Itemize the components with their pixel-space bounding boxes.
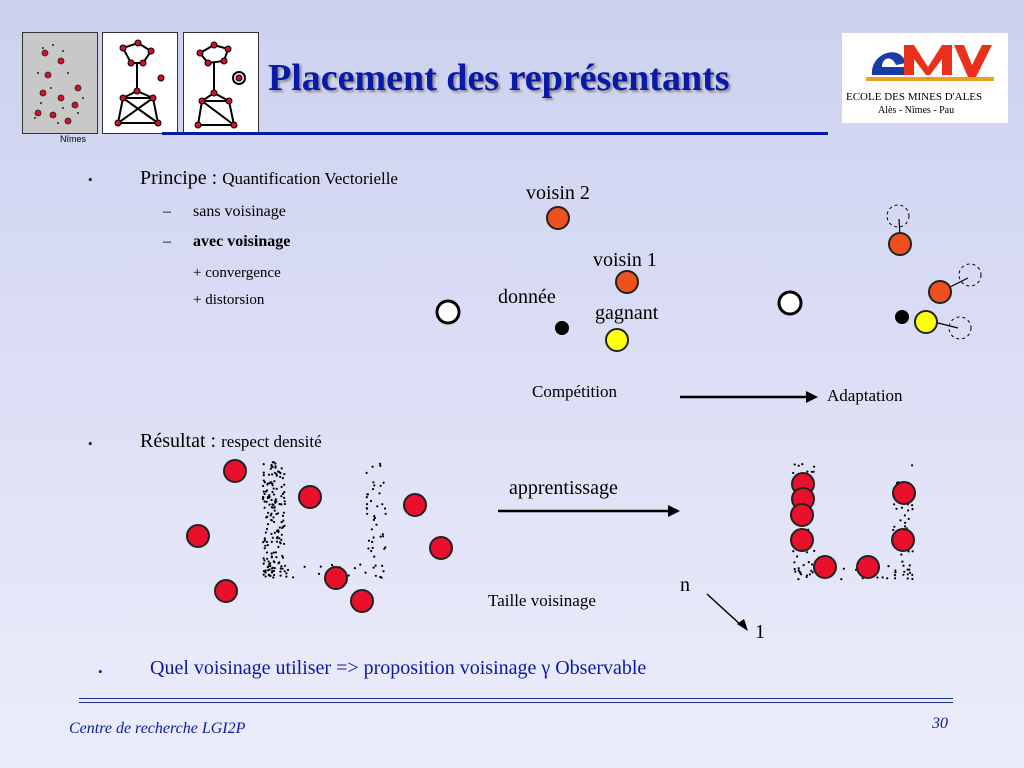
resultat-value: respect densité <box>221 432 322 451</box>
donnee-node-adapted <box>895 310 909 324</box>
data-point-empty <box>777 290 803 316</box>
ema-logo-line2: Alès - Nîmes - Pau <box>878 105 955 116</box>
page-title: Placement des représentants <box>268 57 730 99</box>
principe-sub-2a: + convergence <box>193 265 281 281</box>
ema-logo: ECOLE DES MINES D'ALES Alès - Nîmes - Pa… <box>842 33 1008 123</box>
question-text: Quel voisinage utiliser => proposition v… <box>150 657 647 679</box>
footer-left: Centre de recherche LGI2P <box>69 720 246 737</box>
old-position-ghost <box>948 316 972 340</box>
unordered-nodes <box>186 459 453 613</box>
thumbnail-graph-2 <box>102 32 178 134</box>
principe-sub-2b: + distorsion <box>193 292 265 308</box>
ema-logo-icon <box>866 45 994 81</box>
arrow-head-icon <box>668 505 680 517</box>
move-arrow <box>947 277 969 289</box>
arrow-head-icon <box>806 391 818 403</box>
principe-value: Quantification Vectorielle <box>222 169 398 188</box>
title-underline <box>162 132 828 135</box>
voisin2-node-adapted <box>888 232 912 256</box>
thumbnail-graph-1 <box>22 32 98 134</box>
bullet-question: • <box>98 664 103 679</box>
scatter-thumbnail-icon <box>23 33 97 133</box>
thumbnail-caption: Nîmes <box>60 134 87 144</box>
resultat-label: Résultat : <box>140 430 222 452</box>
move-arrow <box>933 321 959 329</box>
label-donnee: donnée <box>498 286 556 308</box>
point-cloud-left-dots <box>261 461 387 579</box>
arrow-head-icon <box>737 619 748 631</box>
resultat-line: Résultat : respect densité <box>140 430 322 453</box>
taille-arrow <box>706 593 743 627</box>
thumbnail-graph-3 <box>183 32 259 134</box>
dash-1: – <box>163 203 171 220</box>
dash-2: – <box>163 233 171 250</box>
principe-sub-1: sans voisinage <box>193 203 286 220</box>
principe-line: Principe : Quantification Vectorielle <box>140 167 398 190</box>
gagnant-node-adapted <box>914 310 938 334</box>
bullet-resultat: • <box>88 436 93 451</box>
label-adaptation: Adaptation <box>827 386 903 405</box>
page-number: 30 <box>932 715 948 732</box>
label-taille-voisinage: Taille voisinage <box>488 591 596 610</box>
footer-rule-2 <box>79 702 953 703</box>
ordered-nodes <box>790 472 916 579</box>
donnee-node <box>555 321 569 335</box>
label-n: n <box>680 574 690 596</box>
label-one: 1 <box>755 621 765 643</box>
bullet-principe: • <box>88 172 93 187</box>
network-thumbnail-icon <box>194 41 246 129</box>
voisin2-node <box>546 206 570 230</box>
label-voisin1: voisin 1 <box>593 249 657 271</box>
principe-sub-2: avec voisinage <box>193 233 291 250</box>
voisin1-node-adapted <box>928 280 952 304</box>
old-position-ghost <box>958 263 982 287</box>
voisin1-node <box>615 270 639 294</box>
principe-label: Principe : <box>140 167 223 189</box>
ema-logo-line1: ECOLE DES MINES D'ALES <box>846 91 983 103</box>
label-apprentissage: apprentissage <box>509 477 618 499</box>
footer-rule-1 <box>79 698 953 699</box>
network-thumbnail-icon <box>114 39 165 127</box>
data-point-empty <box>435 299 461 325</box>
label-competition: Compétition <box>532 382 617 401</box>
label-voisin2: voisin 2 <box>526 182 590 204</box>
old-position-ghost <box>886 204 910 228</box>
gagnant-node <box>605 328 629 352</box>
label-gagnant: gagnant <box>595 302 659 324</box>
